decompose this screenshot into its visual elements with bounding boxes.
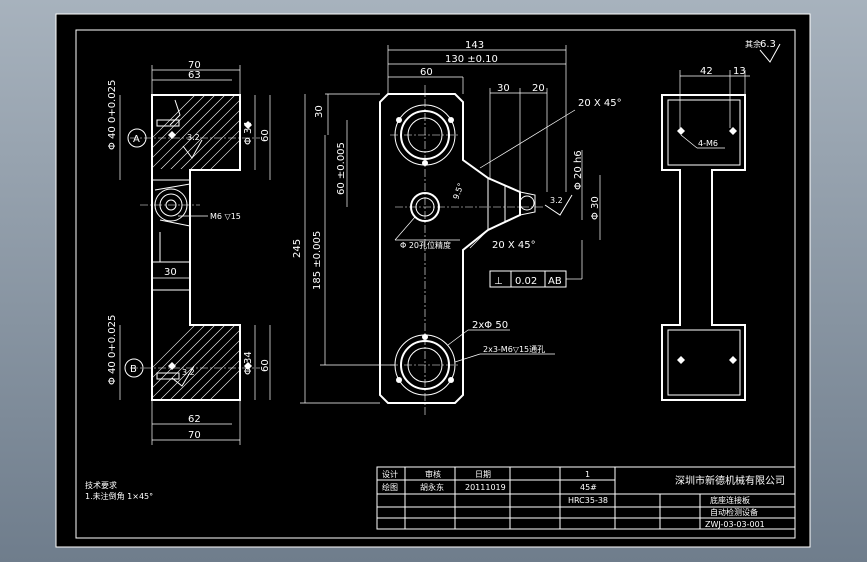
dim-62: 62 xyxy=(188,414,201,425)
hole-d20-label: Φ 20孔位精度 xyxy=(400,240,451,250)
tb-cell: 20111019 xyxy=(465,483,506,492)
dim-60-005: 60 ±0.005 xyxy=(336,142,347,195)
datum-b: B xyxy=(130,364,137,375)
right-view: 42 13 4-M6 xyxy=(661,66,750,401)
dim-20-top: 20 xyxy=(532,83,545,94)
tolerance-value: 0.02 xyxy=(515,276,537,287)
dim-30-left: 30 xyxy=(164,267,177,278)
dim-70-bottom: 70 xyxy=(188,430,201,441)
dim-60-top: 60 xyxy=(420,67,433,78)
dim-d40-bottom: Φ 40 0+0.025 xyxy=(107,315,118,385)
roughness-corner-note: 其余 xyxy=(745,39,761,49)
holes-tap: 2x3-M6▽15通孔 xyxy=(483,344,545,354)
chamfer-top: 20 X 45° xyxy=(578,98,622,109)
tb-cell: 胡永东 xyxy=(420,482,444,492)
tb-cell: 审核 xyxy=(425,469,441,479)
drawing-border xyxy=(75,29,796,539)
dim-30-top: 30 xyxy=(497,83,510,94)
dim-130: 130 ±0.10 xyxy=(445,54,498,65)
roughness-front: 3.2 xyxy=(550,196,563,205)
roughness-top: 3.2 xyxy=(187,133,200,142)
company-name: 深圳市新德机械有限公司 xyxy=(675,474,785,487)
tb-cell: HRC35-38 xyxy=(568,496,608,505)
holes-4-m6: 4-M6 xyxy=(698,139,718,148)
title-block: 深圳市新德机械有限公司 设计 审核 日期 1 绘图 胡永东 20111019 4… xyxy=(376,466,796,530)
dim-143: 143 xyxy=(465,40,484,51)
technical-notes: 技术要求 1.未注倒角 1×45° xyxy=(85,480,153,501)
datum-a: A xyxy=(133,134,140,145)
dim-d34-bottom: Φ 34 xyxy=(243,351,254,375)
dim-d30: Φ 30 xyxy=(590,196,601,220)
left-section-view: 70 63 Φ 40 0+0.025 Φ 34 60 A 3.2 M6 ▽15 … xyxy=(107,60,271,445)
dim-185: 185 ±0.005 xyxy=(312,231,323,290)
tolerance-datum: AB xyxy=(548,276,562,287)
notes-title: 技术要求 xyxy=(85,480,117,490)
dim-13: 13 xyxy=(733,66,746,77)
dim-d40-top: Φ 40 0+0.025 xyxy=(107,80,118,150)
dim-245: 245 xyxy=(292,239,303,258)
part-name: 底座连接板 xyxy=(710,495,750,505)
dim-70-top: 70 xyxy=(188,60,201,71)
holes-d50: 2xΦ 50 xyxy=(472,320,508,331)
roughness-corner: 6.3 xyxy=(760,39,776,50)
drawing-number: ZWJ-03-03-001 xyxy=(705,520,765,529)
tb-cell: 1 xyxy=(585,470,590,479)
front-view: 143 130 ±0.10 60 30 20 20 X 45° 30 60 ±0… xyxy=(292,39,781,415)
tb-cell: 绘图 xyxy=(382,482,398,492)
roughness-bottom: 3.2 xyxy=(182,368,195,377)
thread-label: M6 ▽15 xyxy=(210,212,241,221)
dim-60-bottom: 60 xyxy=(260,359,271,372)
notes-line1: 1.未注倒角 1×45° xyxy=(85,491,153,501)
tb-cell: 45# xyxy=(580,483,597,492)
dim-d20-shaft: Φ 20 h6 xyxy=(573,150,584,190)
tolerance-symbol: ⊥ xyxy=(494,276,503,287)
project-name: 自动检测设备 xyxy=(710,507,758,517)
dim-d34-top: Φ 34 xyxy=(243,121,254,145)
tb-cell: 日期 xyxy=(475,470,491,479)
dim-30-left: 30 xyxy=(314,105,325,118)
dim-63: 63 xyxy=(188,70,201,81)
drawing-sheet xyxy=(55,13,811,548)
dim-42: 42 xyxy=(700,66,713,77)
chamfer-bottom: 20 X 45° xyxy=(492,240,536,251)
dim-60-top: 60 xyxy=(260,129,271,142)
tb-cell: 设计 xyxy=(382,469,398,479)
